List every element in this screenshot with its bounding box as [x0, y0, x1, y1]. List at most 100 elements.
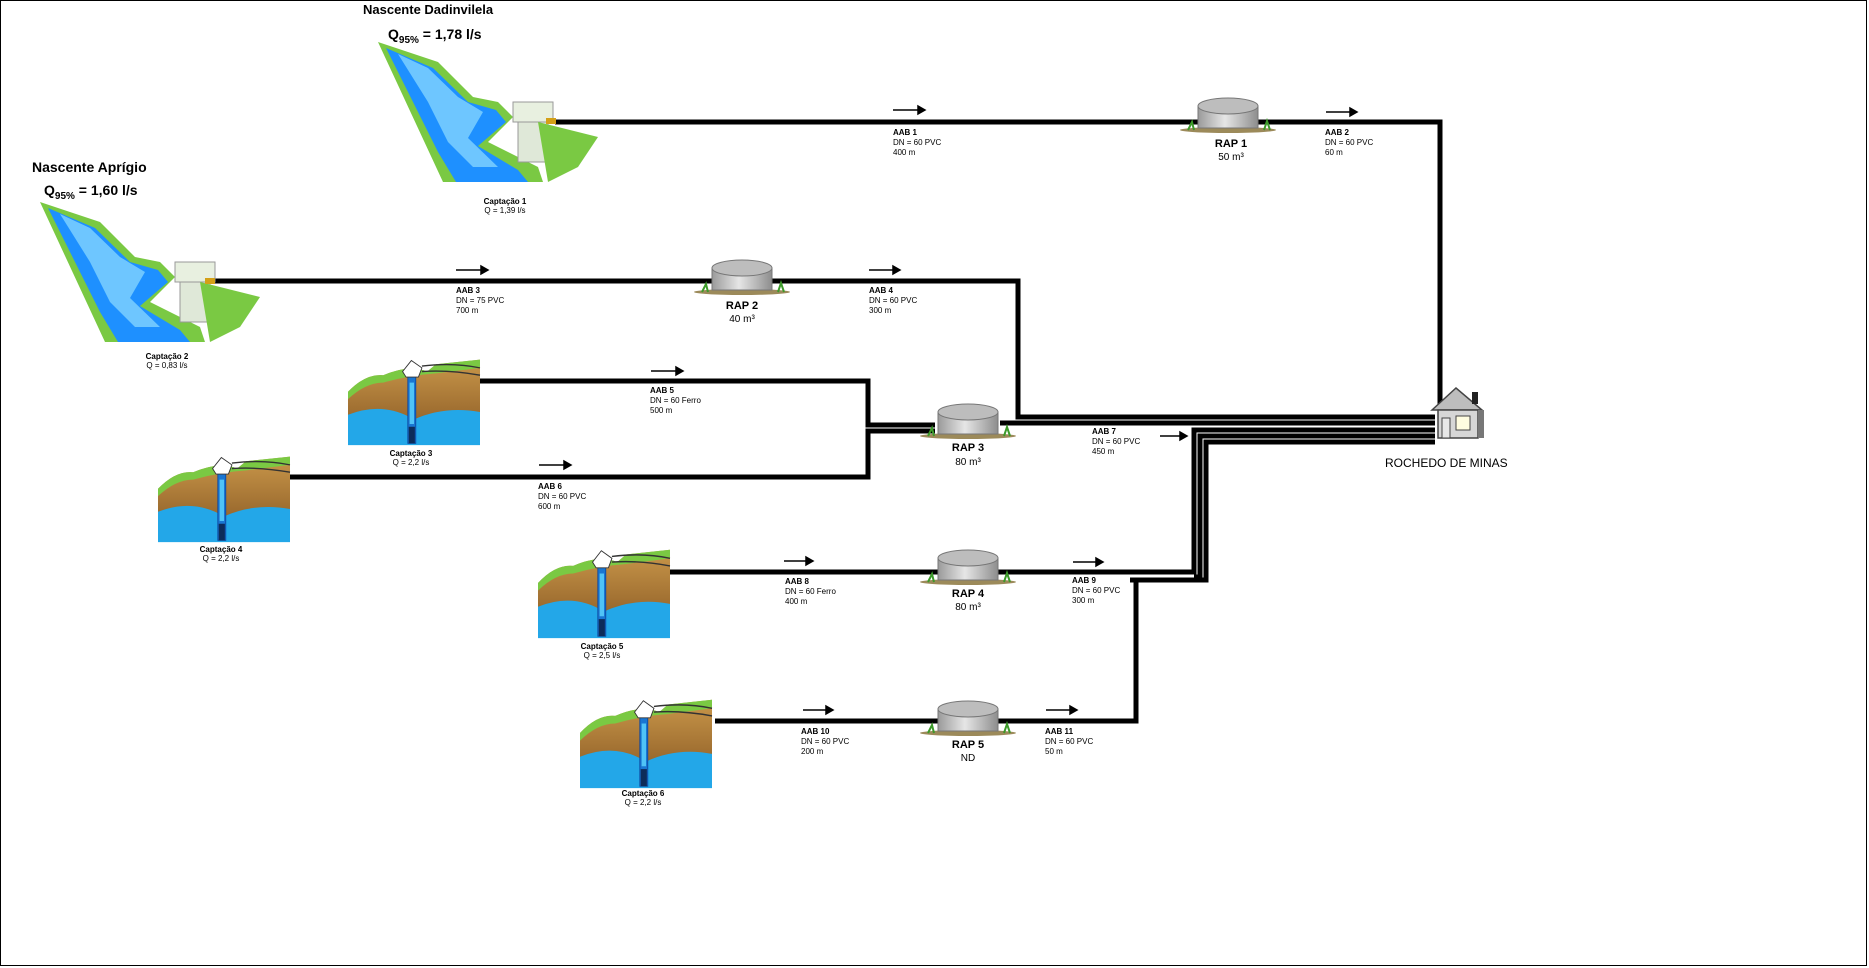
- flow-arrows: [456, 104, 1359, 716]
- arrow-aab-1: [893, 104, 927, 116]
- pipe-label-aab-3: AAB 3 DN = 75 PVC 700 m: [456, 286, 504, 315]
- svg-text:DN = 60 PVC: DN = 60 PVC: [869, 296, 917, 305]
- reservoir-id: RAP 5: [952, 739, 984, 751]
- pipe-label-aab-5: AAB 5 DN = 60 Ferro 500 m: [650, 386, 701, 415]
- svg-text:400 m: 400 m: [893, 148, 916, 157]
- pipes: [215, 119, 1443, 724]
- arrow-aab-6: [539, 459, 573, 471]
- pipe-aab-9c: [1130, 439, 1435, 583]
- house-icon: [1430, 387, 1485, 439]
- svg-text:200 m: 200 m: [801, 747, 824, 756]
- capture-label: Captação 4: [200, 545, 243, 554]
- arrow-aab-7: [1160, 430, 1189, 442]
- reservoir-cap: ND: [961, 753, 975, 764]
- capture-flow: Q = 0,83 l/s: [146, 361, 187, 370]
- pipe-label-aab-4: AAB 4 DN = 60 PVC 300 m: [869, 286, 917, 315]
- svg-text:AAB 11: AAB 11: [1045, 727, 1074, 736]
- svg-text:DN = 60 PVC: DN = 60 PVC: [1045, 737, 1093, 746]
- capture-flow: Q = 2,5 l/s: [584, 651, 621, 660]
- capture-flow: Q = 2,2 l/s: [625, 798, 662, 807]
- capture-flow: Q = 1,39 l/s: [484, 206, 525, 215]
- svg-text:AAB 7: AAB 7: [1092, 427, 1117, 436]
- reservoir-id: RAP 3: [952, 442, 984, 454]
- pipe-aab-10: [715, 582, 1139, 724]
- svg-text:AAB 8: AAB 8: [785, 577, 810, 586]
- arrow-aab-9: [1073, 556, 1105, 568]
- svg-text:AAB 2: AAB 2: [1325, 128, 1350, 137]
- capture-flow: Q = 2,2 l/s: [203, 554, 240, 563]
- spring-name: Nascente Dadinvilela: [363, 2, 494, 17]
- capture-flow: Q = 2,2 l/s: [393, 458, 430, 467]
- svg-text:AAB 3: AAB 3: [456, 286, 481, 295]
- svg-text:DN = 60 PVC: DN = 60 PVC: [1072, 586, 1120, 595]
- capture-6-well-icon: [579, 699, 713, 789]
- svg-text:AAB 10: AAB 10: [801, 727, 830, 736]
- svg-text:DN = 60 PVC: DN = 60 PVC: [893, 138, 941, 147]
- pipe-label-aab-1: AAB 1 DN = 60 PVC 400 m: [893, 128, 941, 157]
- reservoir-4-icon: [919, 549, 1017, 586]
- svg-text:400 m: 400 m: [785, 597, 808, 606]
- spring-aprigio: Nascente Aprígio Q95% = 1,60 l/s: [32, 159, 147, 202]
- svg-text:AAB 4: AAB 4: [869, 286, 894, 295]
- svg-text:DN = 60 Ferro: DN = 60 Ferro: [785, 587, 836, 596]
- svg-text:DN = 60 PVC: DN = 60 PVC: [538, 492, 586, 501]
- capture-1-dam-icon: [378, 42, 598, 182]
- reservoir-id: RAP 4: [952, 588, 985, 600]
- arrow-aab-3: [456, 264, 490, 276]
- pipe-aab-8: [665, 427, 1435, 575]
- reservoir-id: RAP 1: [1215, 138, 1247, 150]
- reservoir-1-icon: [1179, 97, 1277, 134]
- reservoir-2-icon: [693, 259, 791, 296]
- pipe-label-aab-11: AAB 11 DN = 60 PVC 50 m: [1045, 727, 1093, 756]
- svg-text:700 m: 700 m: [456, 306, 479, 315]
- svg-text:AAB 1: AAB 1: [893, 128, 918, 137]
- reservoir-cap: 50 m³: [1218, 152, 1244, 163]
- pipe-label-aab-6: AAB 6 DN = 60 PVC 600 m: [538, 482, 586, 511]
- arrow-aab-5: [651, 365, 685, 377]
- reservoir-id: RAP 2: [726, 300, 758, 312]
- arrow-aab-10: [803, 704, 835, 716]
- svg-text:450 m: 450 m: [1092, 447, 1115, 456]
- pipe-aab-6: [285, 428, 935, 480]
- pipe-label-aab-7: AAB 7 DN = 60 PVC 450 m: [1092, 427, 1140, 456]
- reservoir-cap: 80 m³: [955, 457, 981, 468]
- svg-text:600 m: 600 m: [538, 502, 561, 511]
- reservoir-cap: 40 m³: [729, 314, 755, 325]
- svg-text:300 m: 300 m: [1072, 596, 1095, 605]
- town-name: ROCHEDO DE MINAS: [1385, 456, 1508, 470]
- arrow-aab-11: [1046, 704, 1079, 716]
- svg-text:500 m: 500 m: [650, 406, 673, 415]
- spring-flow: Q95% = 1,78 l/s: [388, 26, 482, 46]
- capture-3-well-icon: [347, 358, 481, 446]
- arrow-aab-4: [869, 264, 902, 276]
- svg-text:DN = 60 PVC: DN = 60 PVC: [1325, 138, 1373, 147]
- capture-label: Captação 2: [146, 352, 189, 361]
- capture-label: Captação 3: [390, 449, 433, 458]
- svg-text:DN = 60 PVC: DN = 60 PVC: [801, 737, 849, 746]
- capture-label: Captação 5: [581, 642, 624, 651]
- arrow-aab-8: [784, 555, 815, 567]
- pipe-aab-1: [555, 119, 1443, 420]
- spring-flow: Q95% = 1,60 l/s: [44, 182, 138, 202]
- capture-4-well-icon: [157, 455, 291, 543]
- pipe-label-aab-8: AAB 8 DN = 60 Ferro 400 m: [785, 577, 836, 606]
- capture-5-well-icon: [537, 549, 671, 639]
- svg-text:DN = 75 PVC: DN = 75 PVC: [456, 296, 504, 305]
- svg-text:60 m: 60 m: [1325, 148, 1343, 157]
- svg-text:AAB 5: AAB 5: [650, 386, 675, 395]
- svg-text:AAB 9: AAB 9: [1072, 576, 1097, 585]
- pipe-aab-5: [475, 378, 935, 428]
- svg-text:AAB 6: AAB 6: [538, 482, 563, 491]
- spring-dadinvilela: Nascente Dadinvilela Q95% = 1,78 l/s: [363, 2, 494, 46]
- capture-2-dam-icon: [40, 202, 260, 342]
- capture-label: Captação 1: [484, 197, 527, 206]
- capture-label: Captação 6: [622, 789, 665, 798]
- svg-text:DN = 60 PVC: DN = 60 PVC: [1092, 437, 1140, 446]
- svg-text:300 m: 300 m: [869, 306, 892, 315]
- reservoir-cap: 80 m³: [955, 602, 981, 613]
- pipe-label-aab-2: AAB 2 DN = 60 PVC 60 m: [1325, 128, 1373, 157]
- spring-name: Nascente Aprígio: [32, 159, 147, 175]
- pipe-label-aab-9: AAB 9 DN = 60 PVC 300 m: [1072, 576, 1120, 605]
